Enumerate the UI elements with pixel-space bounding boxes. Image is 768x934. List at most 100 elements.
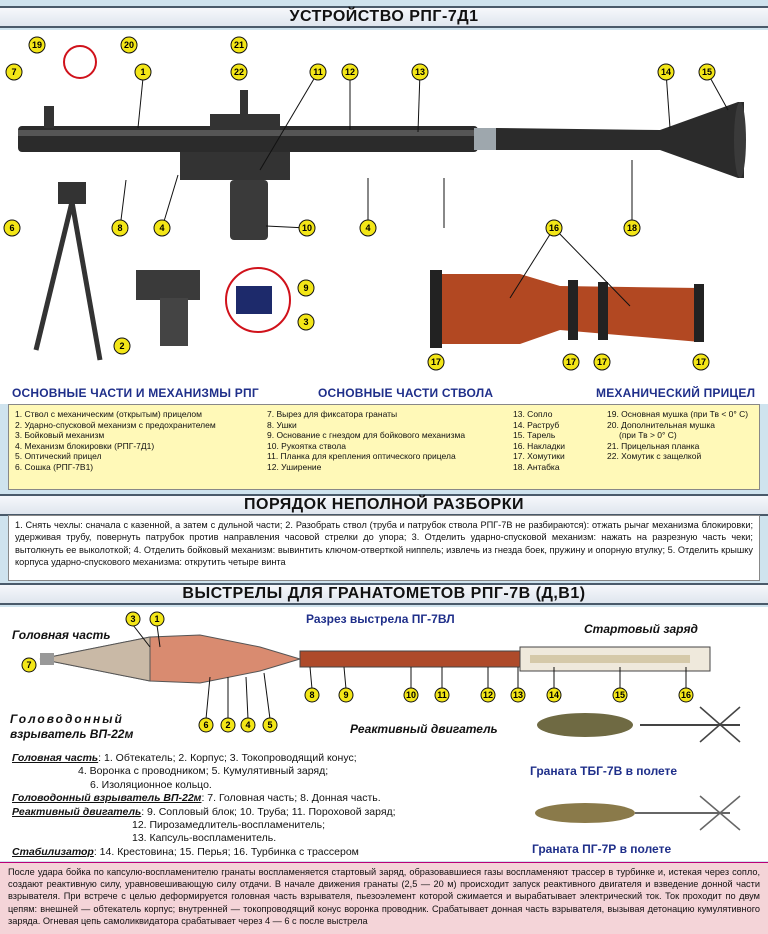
desc-line: Реактивный двигатель: 9. Сопловый блок; …: [12, 806, 492, 819]
callout-6: 6: [3, 219, 21, 237]
svg-text:17: 17: [431, 357, 441, 367]
svg-text:11: 11: [437, 690, 447, 700]
desc-line: Головная часть: 1. Обтекатель; 2. Корпус…: [12, 752, 492, 765]
sight-heading: МЕХАНИЧЕСКИЙ ПРИЦЕЛ: [596, 386, 756, 400]
desc-key: Головная часть: [12, 752, 99, 764]
svg-text:21: 21: [234, 40, 244, 50]
callout-21: 21: [230, 36, 248, 54]
round-composition: Головная часть: 1. Обтекатель; 2. Корпус…: [12, 752, 492, 859]
device-title: УСТРОЙСТВО РПГ-7Д1: [0, 6, 768, 28]
callout-22: 22: [230, 63, 248, 81]
svg-text:9: 9: [303, 283, 308, 293]
desc-line: 6. Изоляционное кольцо.: [90, 778, 212, 791]
svg-text:4: 4: [365, 223, 370, 233]
parts-legend: 1. Ствол с механическим (открытым) прице…: [8, 404, 760, 490]
legend-item: 16. Накладки: [513, 440, 565, 451]
callout-8: 8: [111, 219, 129, 237]
barrel-parts-heading: ОСНОВНЫЕ ЧАСТИ СТВОЛА: [318, 386, 494, 400]
round-callouts: 3 1 7 6 2 4 5 8 9 10 11 12 13 14 15 16: [21, 611, 694, 733]
legend-item: 9. Основание с гнездом для бойкового мех…: [267, 430, 466, 441]
disassembly-title: ПОРЯДОК НЕПОЛНОЙ РАЗБОРКИ: [0, 494, 768, 516]
callout-14: 14: [657, 63, 675, 81]
round-callout-12: 12: [480, 687, 496, 703]
round-callout-6: 6: [198, 717, 214, 733]
rounds-diagram: 3 1 7 6 2 4 5 8 9 10 11 12 13 14 15 16: [21, 611, 741, 743]
round-callout-13: 13: [510, 687, 526, 703]
round-callout-10: 10: [403, 687, 419, 703]
rpg-diagram: 19 20 21 22 7 1 11 12 13 14 15 8 4 4 18 …: [3, 36, 746, 371]
round-callout-8: 8: [304, 687, 320, 703]
svg-text:14: 14: [549, 690, 559, 700]
svg-text:7: 7: [11, 67, 16, 77]
desc-text: : 1. Обтекатель; 2. Корпус; 3. Токопрово…: [98, 752, 357, 764]
legend-item: 21. Прицельная планка: [607, 440, 700, 451]
svg-text:16: 16: [549, 223, 559, 233]
round-callout-4: 4: [240, 717, 256, 733]
start-charge-label: Стартовый заряд: [584, 622, 698, 636]
tbg-label: Граната ТБГ-7В в полете: [530, 764, 678, 778]
svg-text:18: 18: [627, 223, 637, 233]
fuze-label-line2: взрыватель ВП-22м: [10, 727, 134, 741]
legend-item: 14. Раструб: [513, 419, 560, 430]
legend-item: 18. Антабка: [513, 461, 560, 472]
callout-17a: 17: [427, 353, 445, 371]
desc-line: 4. Воронка с проводником; 5. Кумулятивны…: [78, 765, 329, 778]
legend-item: 15. Тарель: [513, 430, 556, 441]
svg-text:4: 4: [159, 223, 164, 233]
round-callout-11: 11: [434, 687, 450, 703]
legend-item: 8. Ушки: [267, 419, 297, 430]
motor-label: Реактивный двигатель: [350, 722, 498, 736]
callout-3: 3: [297, 313, 315, 331]
callout-16: 16: [545, 219, 563, 237]
callout-2: 2: [113, 337, 131, 355]
desc-text: : 9. Сопловый блок; 10. Труба; 11. Порох…: [141, 805, 396, 818]
svg-text:6: 6: [203, 720, 208, 730]
svg-text:10: 10: [406, 690, 416, 700]
legend-item: 6. Сошка (РПГ-7В1): [15, 461, 94, 472]
round-callout-14: 14: [546, 687, 562, 703]
svg-text:14: 14: [661, 67, 671, 77]
round-callout-1: 1: [149, 611, 165, 627]
svg-text:17: 17: [597, 357, 607, 367]
callout-12: 12: [341, 63, 359, 81]
svg-text:2: 2: [225, 720, 230, 730]
round-callout-7: 7: [21, 657, 37, 673]
callout-4a: 4: [153, 219, 171, 237]
callout-17c: 17: [593, 353, 611, 371]
callout-4b: 4: [359, 219, 377, 237]
rounds-title: ВЫСТРЕЛЫ ДЛЯ ГРАНАТОМЕТОВ РПГ-7В (Д,В1): [0, 583, 768, 605]
bipod-illustration: [33, 182, 103, 361]
desc-line: 12. Пирозамедлитель-воспламенитель;: [132, 819, 325, 832]
callout-15: 15: [698, 63, 716, 81]
svg-text:12: 12: [345, 67, 355, 77]
callout-20: 20: [120, 36, 138, 54]
desc-line: Головодонный взрыватель ВП-22м: 7. Голов…: [12, 792, 492, 805]
callout-11: 11: [309, 63, 327, 81]
disassembly-steps: 1. Снять чехлы: сначала с казенной, а за…: [8, 515, 760, 581]
svg-text:3: 3: [130, 614, 135, 624]
callout-10: 10: [298, 219, 316, 237]
main-parts-heading: ОСНОВНЫЕ ЧАСТИ И МЕХАНИЗМЫ РПГ: [12, 386, 259, 400]
legend-col-4: 19. Основная мушка (при Тв < 0° С) 20. Д…: [607, 409, 748, 462]
callout-17d: 17: [692, 353, 710, 371]
cutaway-label: Разрез выстрела ПГ-7ВЛ: [306, 612, 455, 626]
svg-text:6: 6: [9, 223, 14, 233]
svg-text:1: 1: [140, 67, 145, 77]
legend-item: 3. Бойковый механизм: [15, 430, 105, 441]
trigger-illustration: [136, 270, 200, 346]
legend-col-3: 13. Сопло 14. Раструб 15. Тарель 16. Нак…: [513, 409, 565, 473]
warhead-label: Головная часть: [12, 628, 111, 642]
tbg-illustration: [537, 706, 741, 743]
legend-item: 11. Планка для крепления оптического при…: [267, 451, 456, 462]
svg-text:15: 15: [702, 67, 712, 77]
pg7r-illustration: [535, 795, 741, 831]
svg-text:1: 1: [154, 614, 159, 624]
svg-text:13: 13: [415, 67, 425, 77]
legend-col-1: 1. Ствол с механическим (открытым) прице…: [15, 409, 216, 473]
svg-text:7: 7: [26, 660, 31, 670]
round-callout-3: 3: [125, 611, 141, 627]
legend-item: 19. Основная мушка (при Тв < 0° С): [607, 409, 749, 419]
round-callout-16: 16: [678, 687, 694, 703]
svg-text:4: 4: [245, 720, 250, 730]
